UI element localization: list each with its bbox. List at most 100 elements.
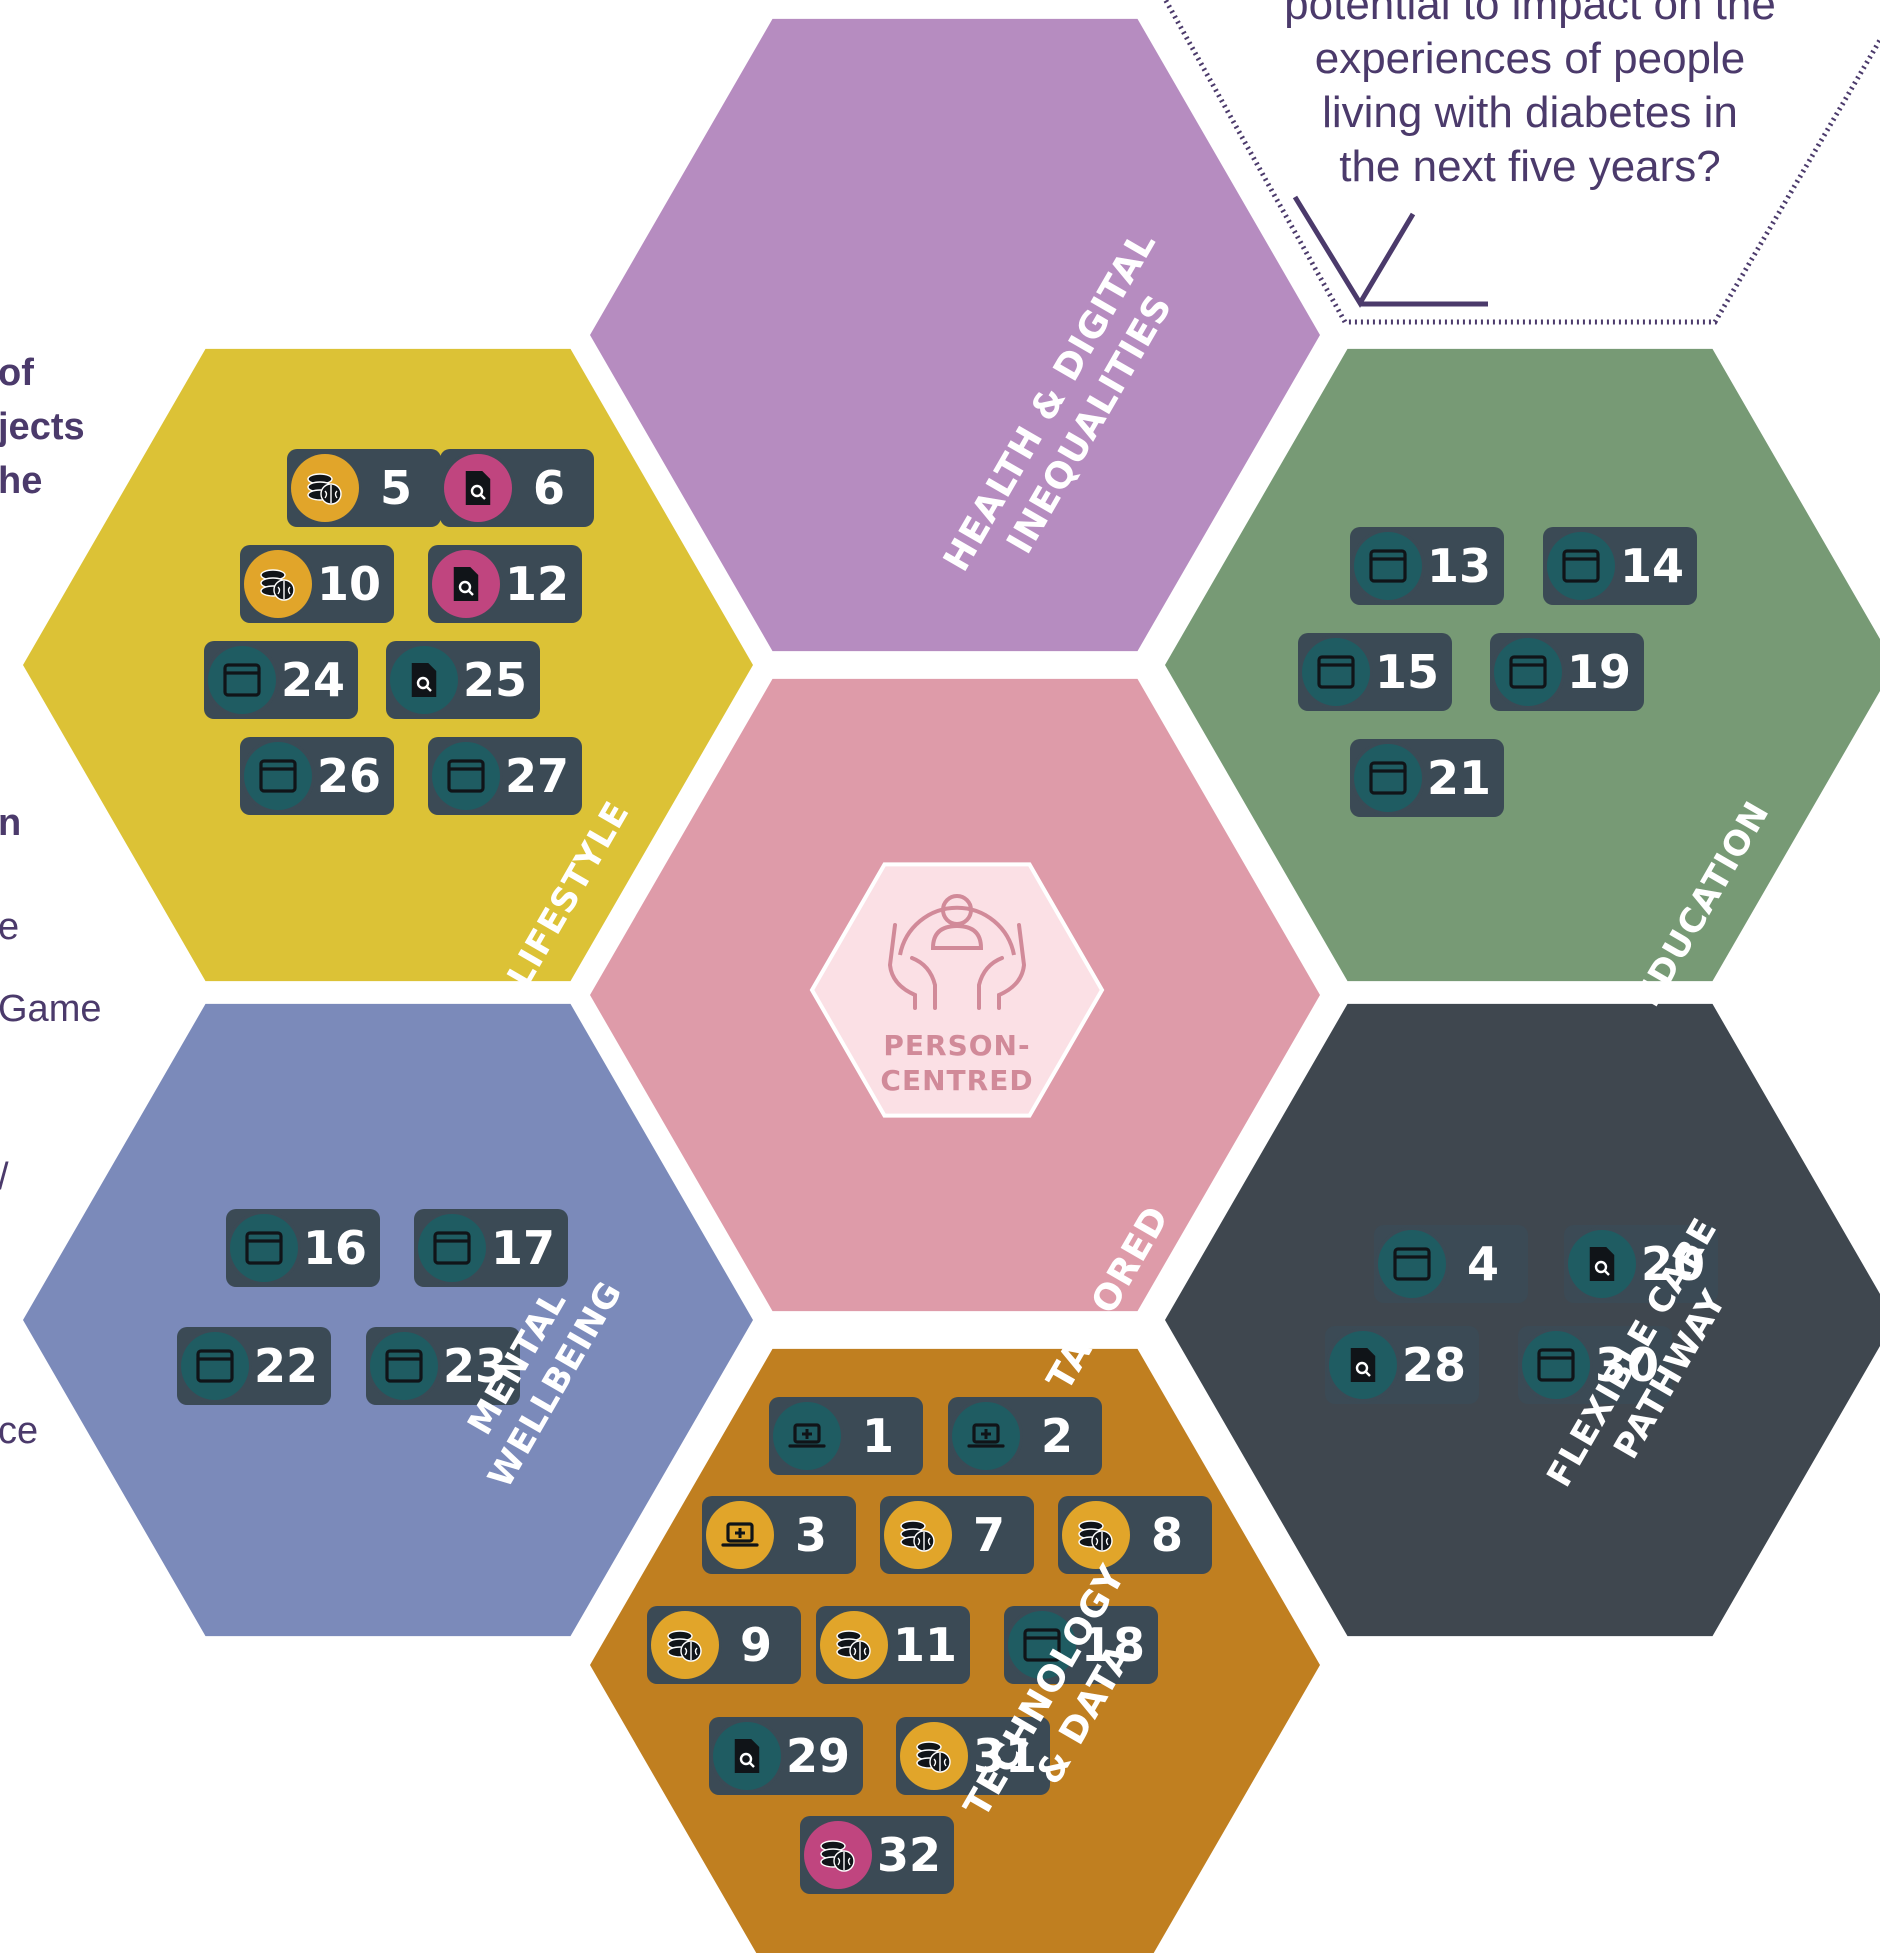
project-pill[interactable]: 28	[1325, 1326, 1479, 1404]
project-pill[interactable]: 3	[702, 1496, 856, 1574]
project-pill[interactable]: 26	[240, 737, 394, 815]
project-badge	[1547, 532, 1615, 600]
project-pill[interactable]: 25	[386, 641, 540, 719]
person-centred-hexagon	[809, 862, 1105, 1118]
project-pill[interactable]: 18	[1004, 1606, 1158, 1684]
project-pill[interactable]: 15	[1298, 633, 1452, 711]
left-text-fragment: /	[0, 1156, 9, 1199]
project-pill[interactable]: 17	[414, 1209, 568, 1287]
project-pill[interactable]: 4	[1374, 1225, 1528, 1303]
browser-window-icon	[433, 1231, 471, 1265]
laptop-medical-icon	[967, 1423, 1005, 1448]
project-pill[interactable]: 6	[440, 449, 594, 527]
project-pill[interactable]: 16	[226, 1209, 380, 1287]
project-pill[interactable]: 11	[816, 1606, 970, 1684]
project-badge	[1354, 744, 1422, 812]
browser-window-icon	[1509, 655, 1547, 689]
project-number: 14	[1620, 539, 1684, 593]
project-badge	[181, 1332, 249, 1400]
project-badge	[418, 1214, 486, 1282]
project-pill[interactable]: 21	[1350, 739, 1504, 817]
project-number: 11	[893, 1618, 957, 1672]
browser-window-icon	[245, 1231, 283, 1265]
database-brain-icon	[900, 1520, 935, 1552]
project-number: 5	[380, 461, 412, 515]
project-badge	[208, 646, 276, 714]
project-number: 3	[795, 1508, 827, 1562]
browser-window-icon	[1317, 655, 1355, 689]
project-pill[interactable]: 31	[896, 1717, 1050, 1795]
project-pill[interactable]: 30	[1518, 1326, 1672, 1404]
browser-window-icon	[223, 663, 261, 697]
browser-window-icon	[447, 759, 485, 793]
question-line: the next five years?	[1339, 142, 1721, 191]
project-badge	[1522, 1331, 1590, 1399]
project-number: 10	[317, 557, 381, 611]
browser-window-icon	[196, 1349, 234, 1383]
project-number: 25	[463, 653, 527, 707]
project-number: 22	[254, 1339, 318, 1393]
document-search-icon	[411, 663, 437, 697]
person-centred-badge: PERSON-CENTRED	[809, 862, 1105, 1118]
project-badge	[1354, 532, 1422, 600]
project-pill[interactable]: 23	[366, 1327, 520, 1405]
browser-window-icon	[1393, 1247, 1431, 1281]
left-text-fragment: Game	[0, 988, 102, 1030]
left-text-fragment: jects	[0, 406, 85, 448]
project-pill[interactable]: 2	[948, 1397, 1102, 1475]
browser-window-icon	[259, 759, 297, 793]
browser-window-icon	[385, 1349, 423, 1383]
project-pill[interactable]: 13	[1350, 527, 1504, 605]
document-search-icon	[734, 1739, 760, 1773]
project-badge	[1302, 638, 1370, 706]
project-badge	[244, 742, 312, 810]
project-number: 7	[973, 1508, 1005, 1562]
project-pill[interactable]: 10	[240, 545, 394, 623]
browser-window-icon	[1562, 549, 1600, 583]
question-line: potential to impact on the	[1284, 0, 1776, 29]
question-pointer	[1292, 195, 1416, 308]
project-pill[interactable]: 32	[800, 1816, 954, 1894]
person-centred-label: PERSON-	[883, 1029, 1030, 1062]
project-number: 20	[1641, 1237, 1705, 1291]
project-pill[interactable]: 14	[1543, 527, 1697, 605]
project-number: 30	[1595, 1338, 1659, 1392]
project-pill[interactable]: 20	[1564, 1225, 1718, 1303]
hands-holding-person-icon	[887, 894, 1027, 1010]
project-number: 6	[533, 461, 565, 515]
browser-window-icon	[1537, 1348, 1575, 1382]
project-pill[interactable]: 12	[428, 545, 582, 623]
project-pill[interactable]: 27	[428, 737, 582, 815]
project-number: 16	[303, 1221, 367, 1275]
question-text: potential to impact on the experiences o…	[1230, 0, 1830, 194]
question-box	[1162, 0, 1880, 325]
project-pill[interactable]: 22	[177, 1327, 331, 1405]
project-number: 27	[505, 749, 569, 803]
project-badge	[1494, 638, 1562, 706]
project-number: 29	[786, 1729, 850, 1783]
project-number: 17	[491, 1221, 555, 1275]
project-pill[interactable]: 29	[709, 1717, 863, 1795]
database-brain-icon	[667, 1630, 702, 1662]
database-brain-icon	[836, 1630, 871, 1662]
project-badge	[1378, 1230, 1446, 1298]
project-number: 18	[1081, 1618, 1145, 1672]
project-pill[interactable]: 24	[204, 641, 358, 719]
project-badge	[230, 1214, 298, 1282]
laptop-medical-icon	[721, 1522, 759, 1547]
project-number: 1	[862, 1409, 894, 1463]
project-pill[interactable]: 1	[769, 1397, 923, 1475]
project-pill[interactable]: 19	[1490, 633, 1644, 711]
project-pill[interactable]: 9	[647, 1606, 801, 1684]
browser-window-icon	[1023, 1628, 1061, 1662]
project-number: 32	[877, 1828, 941, 1882]
project-number: 8	[1151, 1508, 1183, 1562]
project-pill[interactable]: 8	[1058, 1496, 1212, 1574]
project-pill[interactable]: 5	[287, 449, 441, 527]
project-pill[interactable]: 7	[880, 1496, 1034, 1574]
project-number: 28	[1402, 1338, 1466, 1392]
project-number: 24	[281, 653, 345, 707]
document-search-icon	[1350, 1348, 1376, 1382]
